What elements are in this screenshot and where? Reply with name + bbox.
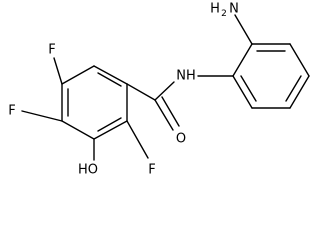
bond-ring1-double-2 — [97, 117, 122, 132]
atom-amine-subscript: 2 — [221, 9, 227, 19]
bond-ring2-double-2 — [285, 75, 302, 102]
atom-amine-n: N — [229, 2, 239, 17]
atom-amide-nh: NH — [176, 69, 196, 84]
bond-ring-carbonyl — [126, 83, 156, 101]
bond-ring2-double-3 — [240, 75, 257, 102]
bond-ring1-bottom-left — [61, 120, 95, 140]
atom-amine-group: H 2 N — [210, 2, 239, 20]
atom-fluorine-top: F — [48, 43, 55, 58]
bond-ring2-f — [232, 75, 253, 109]
bond-carbonyl-o-double — [161, 96, 180, 127]
bond-carbonyl-nh — [154, 81, 175, 101]
bond-ring1-top — [61, 65, 95, 85]
atom-amine-h: H — [210, 2, 220, 17]
bond-ring1-bottom-right — [93, 120, 128, 140]
bond-ring2-c — [289, 43, 310, 77]
atom-hydroxyl: HO — [78, 163, 98, 178]
bond-ring2-d — [289, 75, 310, 109]
bond-ring1-double-1 — [97, 72, 122, 87]
bond-c-f-right — [126, 120, 149, 159]
atom-fluorine-right: F — [148, 163, 155, 178]
bond-carbonyl-o — [154, 99, 174, 131]
bond-ring2-a — [232, 43, 253, 77]
molecule-structure: F F F HO O NH H 2 N — [8, 2, 310, 178]
atom-carbonyl-oxygen: O — [176, 132, 186, 147]
bond-c-f-top — [53, 57, 63, 85]
atom-fluorine-left: F — [8, 104, 15, 119]
bond-ring2-nh2 — [234, 14, 253, 45]
right-benzene-ring — [232, 43, 310, 109]
left-benzene-ring — [61, 65, 128, 140]
bond-c-f-left — [21, 110, 63, 122]
bond-ring1-top-right — [93, 65, 128, 85]
